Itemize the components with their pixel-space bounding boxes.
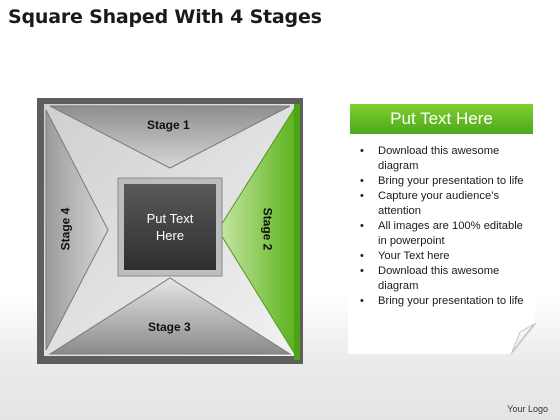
bullet-item: Download this awesome diagram — [358, 264, 528, 294]
bullet-list: Download this awesome diagram Bring your… — [358, 144, 528, 309]
bullet-item: Bring your presentation to life — [358, 294, 528, 309]
stage-3-label: Stage 3 — [148, 320, 191, 334]
stage-4-label: Stage 4 — [58, 207, 73, 251]
page-curl-icon — [510, 322, 536, 354]
bullet-item: Bring your presentation to life — [358, 174, 528, 189]
center-text-line-2: Here — [155, 228, 185, 243]
logo-text: Your Logo — [507, 404, 548, 414]
page-title: Square Shaped With 4 Stages — [8, 6, 322, 28]
bullet-item: All images are 100% editable in powerpoi… — [358, 219, 528, 249]
note-header: Put Text Here — [350, 104, 533, 134]
stage-4-segment — [45, 109, 109, 351]
stage-2-edge — [294, 104, 300, 360]
center-text-line-1: Put Text — [146, 211, 194, 226]
stage-1-label: Stage 1 — [147, 118, 190, 132]
center-text: Put Text Here — [124, 184, 216, 270]
center-box — [124, 184, 216, 270]
bullet-item: Download this awesome diagram — [358, 144, 528, 174]
stage-3-segment — [48, 277, 292, 355]
stage-2-label: Stage 2 — [260, 207, 275, 251]
stage-1-segment — [49, 105, 291, 169]
bullet-item: Capture your audience’s attention — [358, 189, 528, 219]
bullet-item: Your Text here — [358, 249, 528, 264]
